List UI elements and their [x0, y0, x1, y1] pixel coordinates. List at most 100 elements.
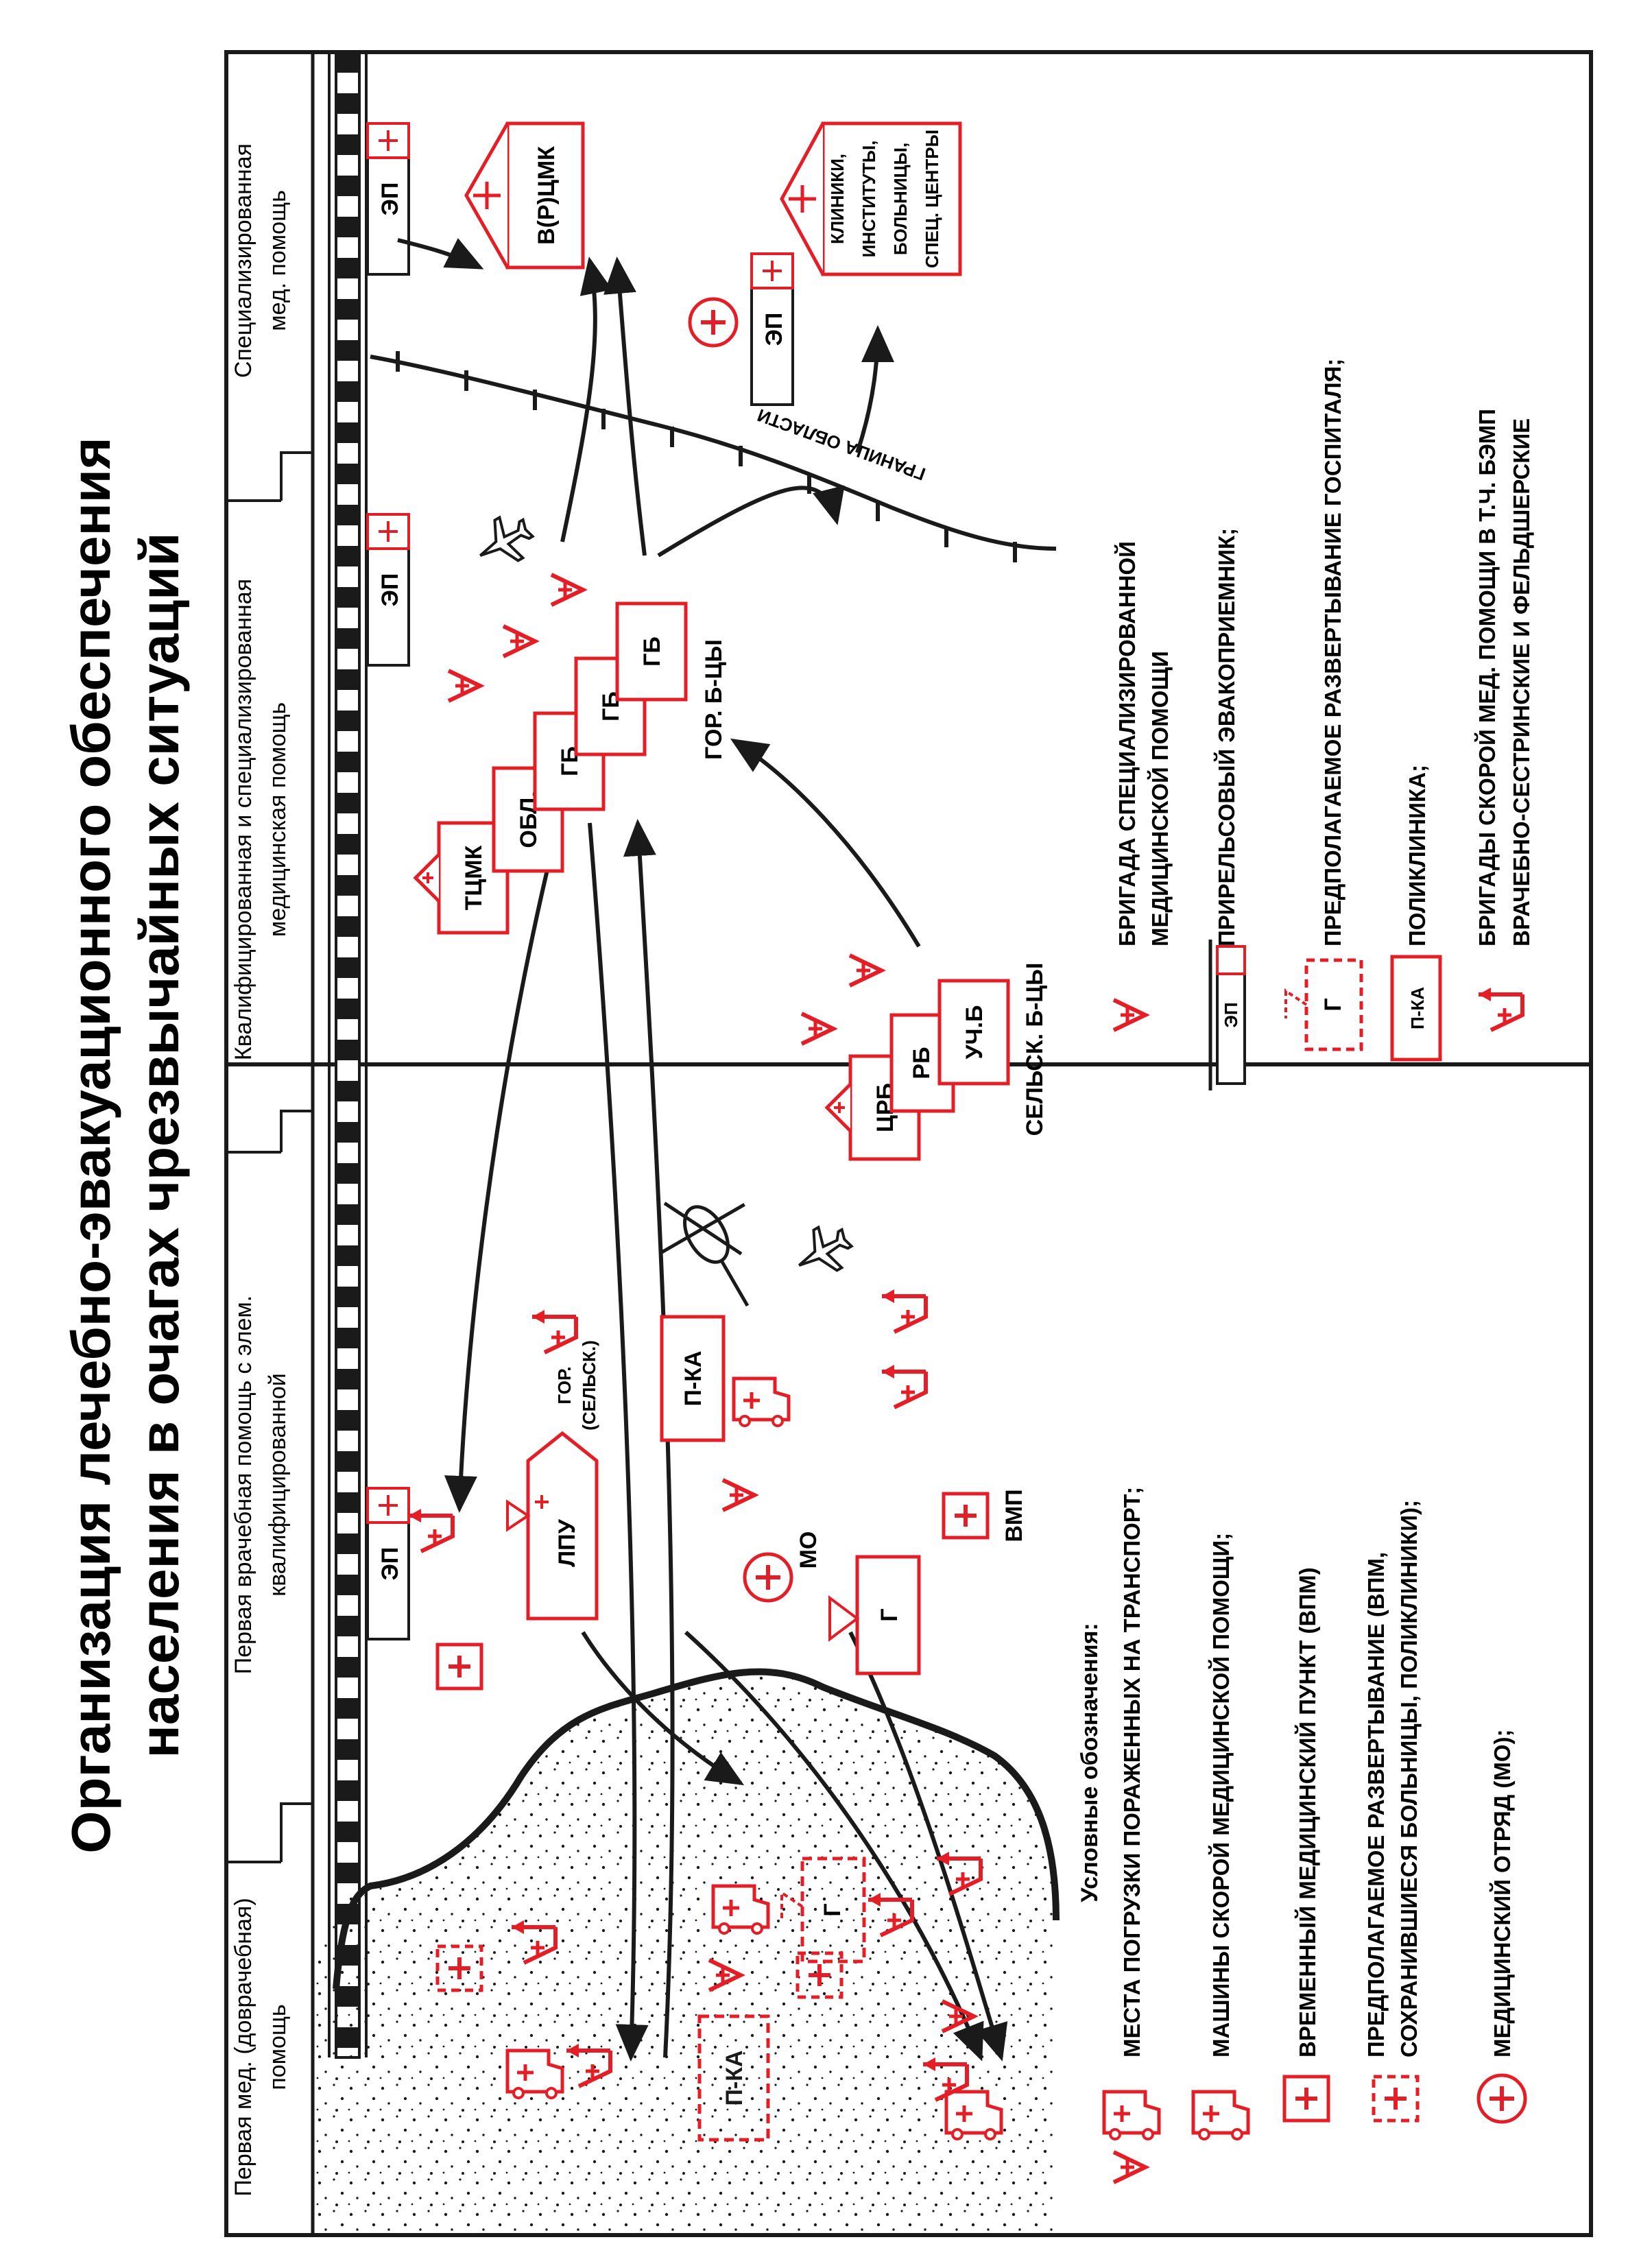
vrcmk-building: В(Р)ЦМК: [464, 121, 585, 270]
ep-label-4: ЭП: [761, 313, 787, 346]
rb-label: РБ: [909, 1047, 935, 1079]
brigade-icon-8: [551, 575, 583, 605]
mo-circle: [745, 1554, 791, 1601]
gb-building-1: ГБ: [533, 711, 606, 811]
helicopter-icon: [660, 1202, 750, 1307]
zone-first-aid-line1: Первая мед. (доврачебная): [230, 1898, 256, 2196]
airplane-icon-1: [467, 506, 541, 577]
legend-planned-line1: ПРЕДПОЛАГАЕМОЕ РАЗВЕРТЫВАНИЕ (ВПМ,: [1363, 1552, 1389, 2057]
legend-mo: МЕДИЦИНСКИЙ ОТРЯД (МО);: [1489, 1730, 1515, 2058]
vrcmk-label: В(Р)ЦМК: [534, 146, 560, 245]
pka-label: П-КА: [680, 1350, 706, 1406]
legend-loading-sites: МЕСТА ПОГРУЗКИ ПОРАЖЕННЫХ НА ТРАНСПОРТ;: [1119, 1487, 1145, 2057]
zone-specialized-line1: Специализированная: [230, 143, 256, 378]
brigade-icon-6: [448, 671, 480, 701]
zone-headers: Первая мед. (доврачебная) помощь Первая …: [226, 52, 315, 2235]
legend-ep: ПРИРЕЛЬСОВЫЙ ЭВАКОПРИЕМНИК;: [1213, 528, 1239, 946]
legend-mo-icon: [1479, 2075, 1525, 2122]
ep-station-4: ЭП: [750, 252, 794, 406]
legend-ambulance-icon: [1193, 2092, 1248, 2139]
rural-hospitals: ЦРБ РБ УЧ.Б СЕЛЬСК. Б-ЦЫ: [802, 955, 1048, 1161]
pka-box: П-КА: [660, 1315, 726, 1442]
rural-caption: СЕЛЬСК. Б-ЦЫ: [1022, 963, 1048, 1136]
clinics-line1: КЛИНИКИ,: [827, 154, 848, 244]
ep-label-2: ЭП: [377, 573, 403, 607]
legend-hospital: ПРЕДПОЛАГАЕМОЕ РАЗВЕРТЫВАНИЕ ГОСПИТАЛЯ;: [1320, 359, 1345, 946]
legend-heading: Условные обозначения:: [1077, 1623, 1103, 1902]
planned-hospital-box: [800, 1857, 866, 1963]
brigade-icon-7: [503, 626, 535, 656]
tcmk-label: ТЦМК: [461, 845, 487, 910]
lpu-building: ЛПУ ГОР. (СЕЛЬСК.): [506, 1340, 599, 1621]
bsmp-icon-9: [882, 1365, 926, 1407]
bsmp-icon-8: [882, 1289, 926, 1332]
clinics-line2: ИНСТИТУТЫ,: [859, 141, 879, 258]
lpu-caption-line1: ГОР.: [554, 1366, 575, 1404]
legend-planned-line2: СОХРАНИВШИЕСЯ БОЛЬНИЦЫ, ПОЛИКЛИНИКИ);: [1396, 1500, 1422, 2057]
railway: [328, 51, 368, 2059]
legend-bsmp-icon: [1479, 988, 1522, 1030]
legend-pka-icon: П-КА: [1390, 955, 1442, 1062]
vmp-label: ВМП: [1001, 1489, 1027, 1542]
ep-label-1: ЭП: [377, 1547, 403, 1581]
planned-pka-box: [697, 2014, 770, 2142]
clinics-line3: БОЛЬНИЦЫ,: [890, 143, 911, 255]
legend-loading-icon: [1114, 2152, 1145, 2182]
disaster-zone-border: [333, 1668, 1060, 1990]
zone-first-doctor-line1: Первая врачебная помощь с элем.: [230, 1296, 256, 1674]
bsmp-icon-7: [532, 1310, 576, 1352]
title-line-1: Организация лечебно-эвакуационного обесп…: [60, 437, 121, 1853]
planned-hospital-label: Г: [819, 1903, 846, 1916]
legend-vmp: ВРЕМЕННЫЙ МЕДИЦИНСКИЙ ПУНКТ (ВПМ): [1294, 1567, 1320, 2057]
legend-brigade-icon: [1114, 1000, 1145, 1030]
ambulance-icon-4: [734, 1378, 789, 1426]
legend-ep-label: ЭП: [1221, 1002, 1241, 1027]
lpu-caption-line2: (СЕЛЬСК.): [579, 1340, 599, 1431]
uchb-building: УЧ.Б: [937, 979, 1010, 1086]
region-border-label: ГРАНИЦА ОБЛАСТИ: [754, 405, 928, 485]
zone-qualified-line1: Квалифицированная и специализированная: [230, 579, 256, 1060]
zone-first-aid-line2: помощь: [265, 2004, 291, 2090]
vmp-icon-2: [944, 1494, 988, 1538]
legend-vmp-icon: [1284, 2077, 1328, 2121]
brigade-icon-5: [850, 955, 881, 986]
airplane-icon-2: [786, 1216, 860, 1287]
legend-ep-icon: ЭП: [1208, 940, 1246, 1090]
region-border: ГРАНИЦА ОБЛАСТИ: [370, 351, 1057, 562]
legend-pka: ПОЛИКЛИНИКА;: [1404, 765, 1430, 946]
mo-circle-specialized: [690, 299, 737, 346]
specialized-centers: В(Р)ЦМК КЛИНИКИ, ИНСТИТУТЫ, БОЛЬНИЦЫ, СП…: [464, 121, 962, 276]
legend-brigade-line2: МЕДИЦИНСКОЙ ПОМОЩИ: [1147, 651, 1173, 946]
zone-qualified-line2: медицинская помощь: [265, 702, 291, 937]
legend-brigade-line1: БРИГАДА СПЕЦИАЛИЗИРОВАННОЙ: [1114, 541, 1140, 946]
ep-station-1: ЭП: [366, 1487, 410, 1640]
uchb-label: УЧ.Б: [961, 1005, 988, 1060]
gb-building-2: ГБ: [574, 656, 647, 756]
title-line-2: населения в очагах чрезвычайных ситуаций: [129, 532, 190, 1758]
clinics-line4: СПЕЦ. ЦЕНТРЫ: [922, 130, 942, 268]
clinics-building: КЛИНИКИ, ИНСТИТУТЫ, БОЛЬНИЦЫ, СПЕЦ. ЦЕНТ…: [780, 121, 962, 276]
hospital-building: Г: [828, 1555, 921, 1675]
city-hospitals: ТЦМК ОБЛ. ГБ ГБ ГБ ГОР. Б-ЦЫ: [416, 575, 727, 935]
city-caption: ГОР. Б-ЦЫ: [701, 639, 727, 760]
zone-first-doctor-line2: квалифицированной: [265, 1373, 291, 1597]
lpu-label: ЛПУ: [554, 1518, 580, 1566]
legend-ambulances: МАШИНЫ СКОРОЙ МЕДИЦИНСКОЙ ПОМОЩИ;: [1208, 1533, 1234, 2057]
first-doctor-zone-symbols: ЛПУ ГОР. (СЕЛЬСК.) П-КА МО Г ВМП: [409, 1289, 1027, 1688]
obl-building: ОБЛ.: [492, 766, 564, 873]
ep-station-2: ЭП: [366, 513, 410, 667]
page-title: Организация лечебно-эвакуационного обесп…: [60, 437, 190, 1853]
legend-planned-icon: [1374, 2077, 1417, 2121]
hospital-label: Г: [876, 1608, 902, 1621]
brigade-icon-4: [802, 1014, 833, 1044]
mo-label: МО: [795, 1531, 822, 1569]
legend-pka-label: П-КА: [1407, 987, 1428, 1029]
bsmp-icon-6: [409, 1509, 453, 1551]
legend-bsmp-line1: БРИГАДЫ СКОРОЙ МЕД. ПОМОЩИ В Т.Ч. БЭМП: [1474, 409, 1500, 946]
vmp-icon-1: [438, 1645, 481, 1688]
gb-building-3: ГБ: [615, 601, 688, 702]
zone-specialized-line2: мед. помощь: [265, 190, 291, 331]
legend-hospital-icon: Г: [1284, 958, 1363, 1051]
legend-hospital-label: Г: [1320, 998, 1346, 1011]
